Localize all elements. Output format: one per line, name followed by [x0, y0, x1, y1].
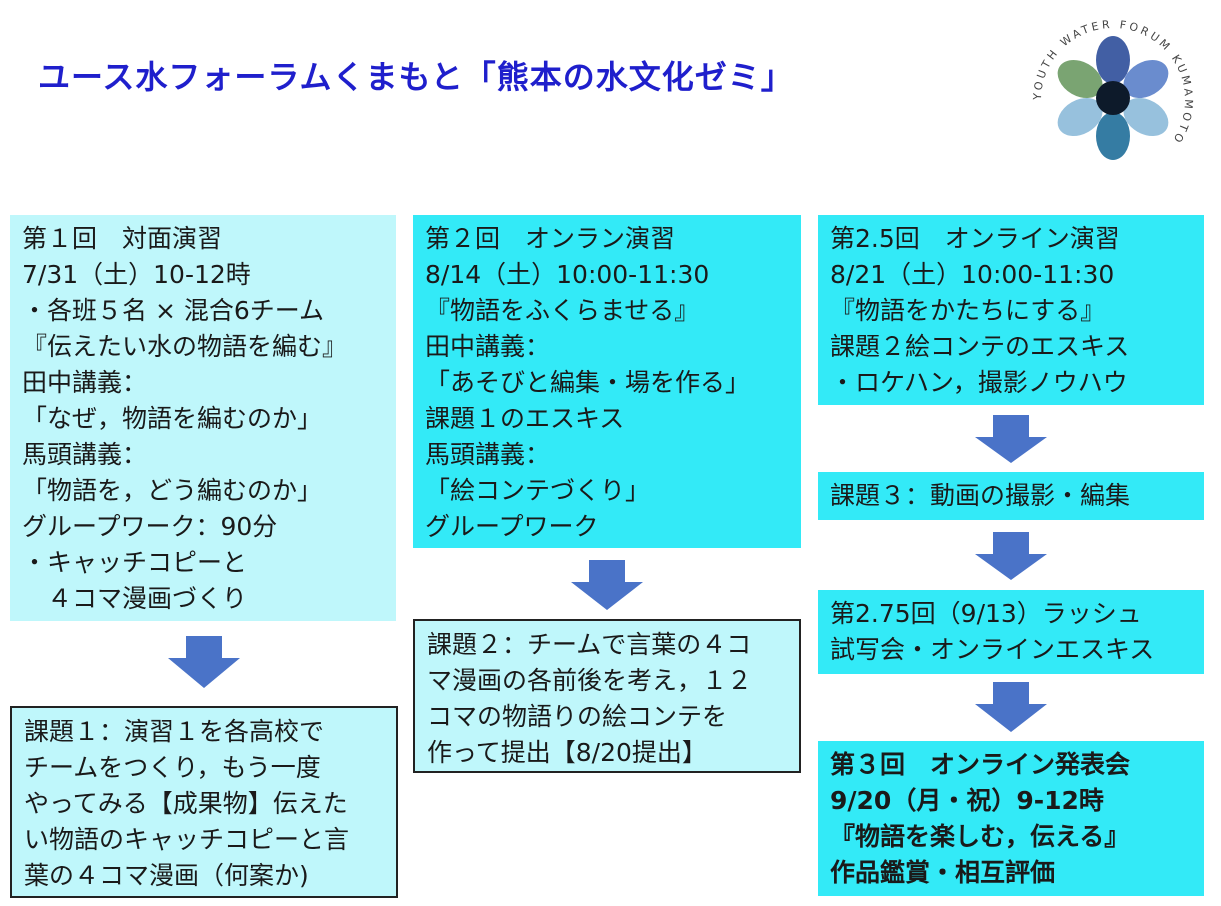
session-2-5-box: 第2.5回 オンライン演習 8/21（土）10:00-11:30 『物語をかたちにす…	[818, 215, 1204, 405]
session-line: 『物語をふくらませる』	[425, 296, 700, 325]
session-line: 第2.75回（9/13）ラッシュ	[830, 599, 1142, 628]
logo-petal	[1057, 60, 1103, 98]
task-3-box: 課題３：動画の撮影・編集	[818, 472, 1204, 520]
logo-petal	[1123, 60, 1169, 98]
session-line: 課題２絵コンテのエスキス	[830, 332, 1130, 361]
logo-petal	[1057, 98, 1103, 136]
session-line: 7/31（土）10-12時	[22, 260, 251, 289]
arrow-down-icon	[571, 560, 643, 610]
task-line: 葉の４コマ漫画（何案か)	[24, 861, 309, 890]
logo-petal	[1096, 112, 1130, 160]
task-line: コマの物語りの絵コンテを	[427, 702, 728, 731]
water-flower-logo-icon: YOUTH WATER FORUM KUMAMOTO	[1031, 18, 1192, 160]
session-line: 課題１のエスキス	[425, 404, 625, 433]
task-line: 課題１：演習１を各高校で	[24, 717, 325, 746]
session-line: 第１回 対面演習	[22, 224, 223, 253]
task-line: 課題２：チームで言葉の４コ	[427, 630, 752, 659]
session-line: 田中講義：	[22, 368, 148, 397]
task-line: マ漫画の各前後を考え，１２	[427, 666, 753, 695]
task-line: やってみる【成果物】伝えた	[24, 789, 348, 818]
session-line: 「なぜ，物語を編むのか」	[22, 404, 323, 433]
task-3-text: 課題３：動画の撮影・編集	[830, 481, 1131, 510]
arrow-down-icon	[975, 682, 1047, 732]
session-line: 第２回 オンラン演習	[425, 224, 676, 253]
logo-petal	[1096, 36, 1130, 84]
session-line: ・各班５名 × 混合6チーム	[22, 296, 324, 325]
task-2-box: 課題２：チームで言葉の４コマ漫画の各前後を考え，１２ コマの物語りの絵コンテを作っ…	[413, 619, 801, 773]
arrow-down-icon	[975, 532, 1047, 580]
session-line: 「絵コンテづくり」	[425, 476, 651, 505]
rush-screening-box: 第2.75回（9/13）ラッシュ試写会・オンラインエスキス	[818, 590, 1204, 674]
session-line: 田中講義：	[425, 332, 551, 361]
logo-petal	[1123, 98, 1169, 136]
session-line: 作品鑑賞・相互評価	[830, 858, 1056, 887]
session-2-box: 第２回 オンラン演習 8/14（土）10:00-11:30 『物語をふくらませる』田…	[413, 215, 801, 548]
session-line: 『伝えたい水の物語を編む』	[22, 332, 348, 361]
session-line: 「あそびと編集・場を作る」	[425, 368, 751, 397]
arrow-down-icon	[975, 415, 1047, 463]
task-1-box: 課題１：演習１を各高校でチームをつくり，もう一度やってみる【成果物】伝えたい物語…	[10, 706, 398, 898]
session-line: 第2.5回 オンライン演習	[830, 224, 1120, 253]
session-line: 試写会・オンラインエスキス	[830, 635, 1155, 664]
session-line: 9/20（月・祝）9-12時	[830, 786, 1104, 815]
session-line: ４コマ漫画づくり	[22, 584, 248, 613]
task-line: チームをつくり，もう一度	[24, 753, 321, 782]
session-line: ・ロケハン，撮影ノウハウ	[830, 368, 1128, 397]
logo-center	[1096, 81, 1130, 115]
final-presentation-box: 第３回 オンライン発表会 9/20（月・祝）9-12時『物語を楽しむ，伝える』作品…	[818, 741, 1204, 896]
task-line: い物語のキャッチコピーと言	[24, 825, 350, 854]
session-line: 8/21（土）10:00-11:30	[830, 260, 1115, 289]
session-line: 第３回 オンライン発表会	[830, 750, 1131, 779]
task-line: 作って提出【8/20提出】	[427, 738, 707, 767]
session-line: 「物語を，どう編むのか」	[22, 476, 323, 505]
session-line: グループワーク：90分	[22, 512, 278, 541]
session-line: 8/14（土）10:00-11:30	[425, 260, 710, 289]
session-line: 『物語を楽しむ，伝える』	[830, 822, 1130, 851]
session-line: 『物語をかたちにする』	[830, 296, 1106, 325]
session-line: ・キャッチコピーと	[22, 548, 248, 577]
session-line: 馬頭講義：	[425, 440, 551, 469]
session-1-box: 第１回 対面演習 7/31（土）10-12時・各班５名 × 混合6チーム『伝えたい…	[10, 215, 396, 621]
session-line: 馬頭講義：	[22, 440, 148, 469]
page-title: ユース水フォーラムくまもと「熊本の水文化ゼミ」	[38, 58, 794, 96]
session-line: グループワーク	[425, 512, 599, 541]
arrow-down-icon	[168, 636, 240, 688]
